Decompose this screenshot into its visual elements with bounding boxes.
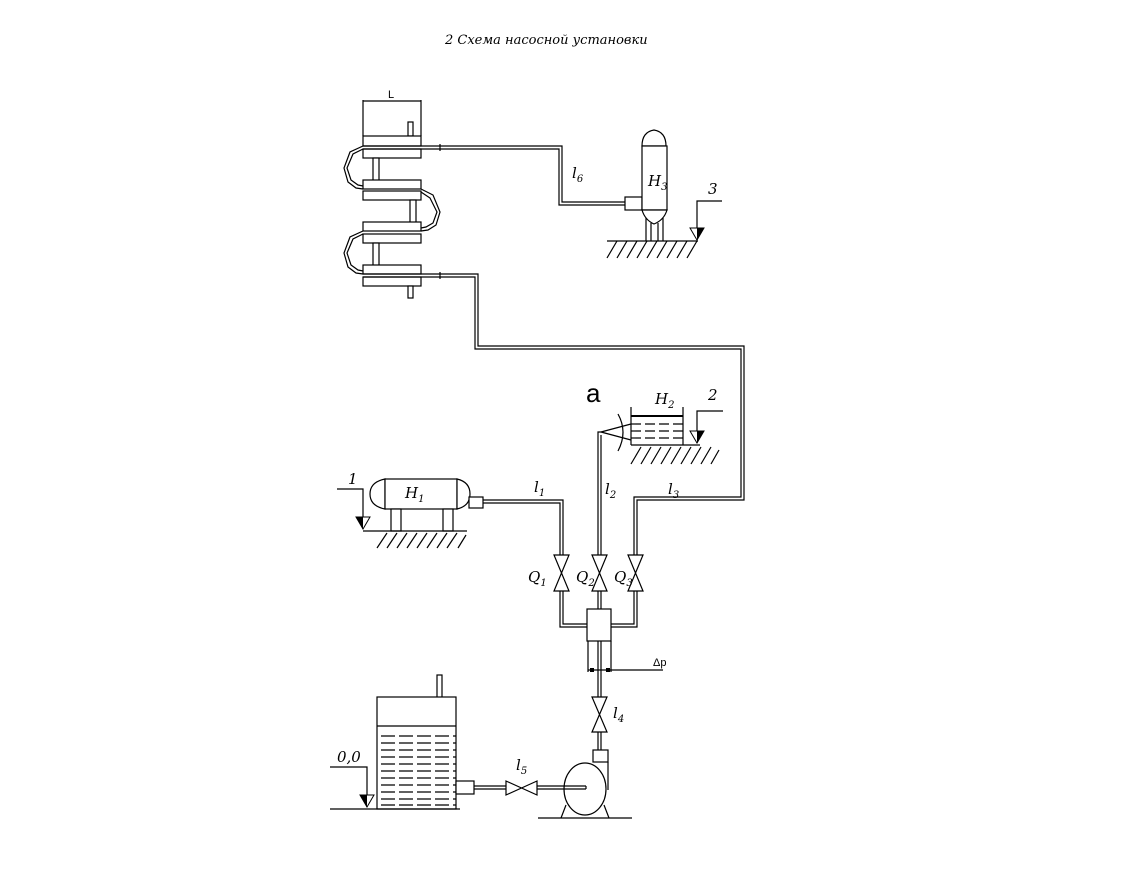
liquid-lines: [381, 735, 456, 806]
pipe-l6-label: l6: [572, 164, 584, 185]
valve-q3: Q3: [614, 554, 644, 592]
pipe-l3: l3: [440, 273, 745, 555]
tank-h3: H3 3: [606, 129, 722, 259]
valve-l4: l4: [591, 696, 624, 750]
pipe-l5-label: l5: [516, 756, 527, 777]
pipe-l1: l1: [483, 478, 564, 555]
pipe-l1-label: l1: [534, 478, 545, 499]
level-1-label: 1: [348, 470, 358, 488]
tank-h2: H2 2: [597, 386, 723, 555]
pipe-l2-label: l2: [605, 480, 616, 501]
flow-q1-label: Q1: [528, 568, 547, 589]
tank-h3-label: H3: [647, 172, 667, 193]
valve-l5: l5: [474, 756, 538, 796]
supply-tank: 0,0: [330, 674, 475, 810]
level-2-label: 2: [707, 386, 718, 404]
tank-h2-label: H2: [654, 390, 674, 411]
heat-exchanger: L: [343, 89, 441, 299]
pipe-l6: l6: [440, 145, 625, 206]
dimension-dp-label: Δр: [653, 657, 666, 669]
ground-hatch-h1: [376, 532, 467, 549]
pipe-l3-label: l3: [668, 480, 679, 501]
valve-q1: Q1: [528, 554, 570, 592]
flow-q2-label: Q2: [576, 568, 595, 589]
dimension-L-label: L: [388, 89, 394, 101]
flow-q3-label: Q3: [614, 568, 633, 589]
manifold: Δр: [559, 591, 666, 697]
ground-hatch-h3: [606, 240, 698, 259]
valve-q2: Q2: [576, 554, 608, 592]
level-3-label: 3: [708, 180, 718, 198]
tank-h1-label: H1: [404, 484, 424, 505]
ground-hatch-h2: [630, 446, 720, 465]
annotation-a: а: [586, 378, 601, 408]
pump: [537, 749, 632, 819]
pipe-l4-label: l4: [613, 704, 624, 725]
diagram-title: 2 Схема насосной установки: [444, 33, 648, 48]
tank-h1: H1 1: [337, 470, 484, 549]
level-0-label: 0,0: [337, 748, 361, 766]
